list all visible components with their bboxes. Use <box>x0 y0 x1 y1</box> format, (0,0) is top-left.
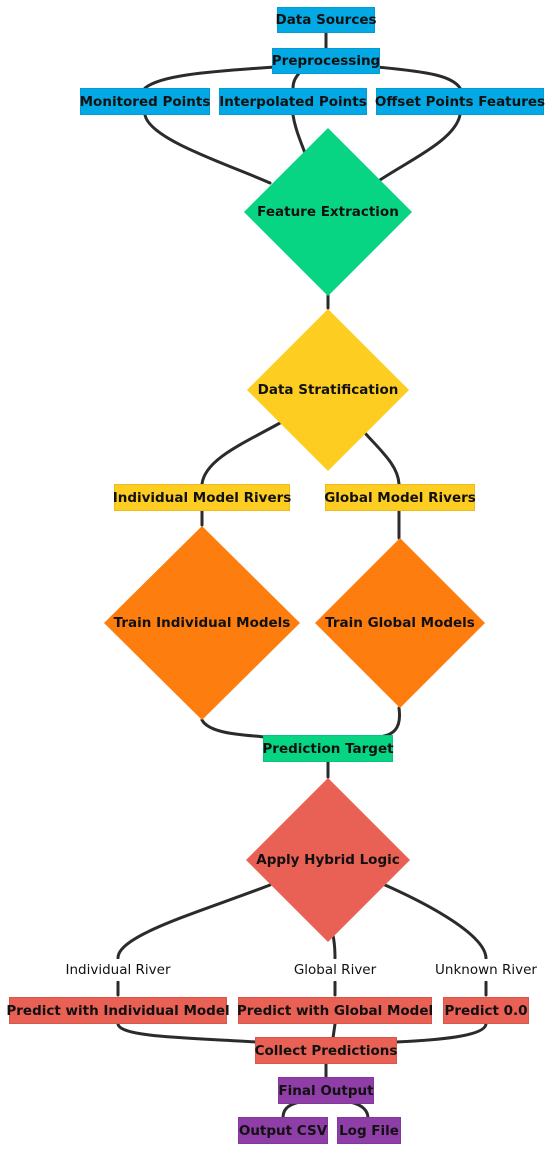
feature-extraction-diamond <box>244 128 412 296</box>
edge-stratification-individual <box>200 421 282 486</box>
edge-trainglobal-target <box>378 706 402 739</box>
apply-hybrid-diamond <box>246 778 410 942</box>
edge-trainind-target <box>200 718 267 739</box>
node-predict-zero[interactable]: Predict 0.0 <box>443 997 529 1024</box>
node-predict-individual[interactable]: Predict with Individual Model <box>6 997 230 1024</box>
edge-preprocessing-interpolated <box>291 70 302 90</box>
edge-predictglobal-collect <box>331 1022 337 1040</box>
node-offset-points-features[interactable]: Offset Points Features <box>375 88 545 115</box>
edge-offset-feature <box>378 113 462 182</box>
node-interpolated-points[interactable]: Interpolated Points <box>219 88 367 115</box>
label-data-stratification[interactable]: Data Stratification <box>257 382 399 398</box>
node-final-output[interactable]: Final Output <box>278 1077 374 1104</box>
edge-preprocessing-monitored <box>143 65 277 90</box>
node-prediction-target[interactable]: Prediction Target <box>262 735 394 762</box>
edge-monitored-feature <box>143 113 272 185</box>
node-data-sources[interactable]: Data Sources <box>275 7 377 33</box>
node-preprocessing[interactable]: Preprocessing <box>272 48 380 74</box>
edge-predictzero-collect <box>394 1022 488 1044</box>
node-collect-predictions[interactable]: Collect Predictions <box>255 1037 397 1064</box>
edge-stratification-global <box>363 431 401 486</box>
node-predict-global[interactable]: Predict with Global Model <box>237 997 433 1024</box>
train-individual-diamond <box>104 526 300 720</box>
node-global-model-rivers[interactable]: Global Model Rivers <box>324 484 476 511</box>
data-stratification-diamond <box>247 309 409 471</box>
edge-label-global-river: Global River <box>285 959 385 981</box>
edge-label-unknown-river: Unknown River <box>428 959 544 981</box>
label-feature-extraction[interactable]: Feature Extraction <box>257 204 399 220</box>
edge-hybrid-individualriver <box>116 883 272 960</box>
edge-preprocessing-offset <box>375 65 462 90</box>
node-individual-model-rivers[interactable]: Individual Model Rivers <box>113 484 291 511</box>
node-monitored-points[interactable]: Monitored Points <box>80 88 210 115</box>
label-train-individual-models[interactable]: Train Individual Models <box>113 615 291 631</box>
label-apply-hybrid-logic[interactable]: Apply Hybrid Logic <box>256 852 400 868</box>
train-global-diamond <box>315 538 485 708</box>
edge-label-individual-river: Individual River <box>56 959 180 981</box>
edge-predictind-collect <box>116 1022 258 1044</box>
node-output-csv[interactable]: Output CSV <box>238 1117 328 1144</box>
edge-interpolated-feature <box>291 113 307 155</box>
edge-final-csv <box>281 1100 302 1120</box>
label-train-global-models[interactable]: Train Global Models <box>325 615 475 631</box>
node-log-file[interactable]: Log File <box>337 1117 401 1144</box>
edge-final-log <box>348 1100 370 1120</box>
edge-hybrid-unknownriver <box>383 883 488 960</box>
